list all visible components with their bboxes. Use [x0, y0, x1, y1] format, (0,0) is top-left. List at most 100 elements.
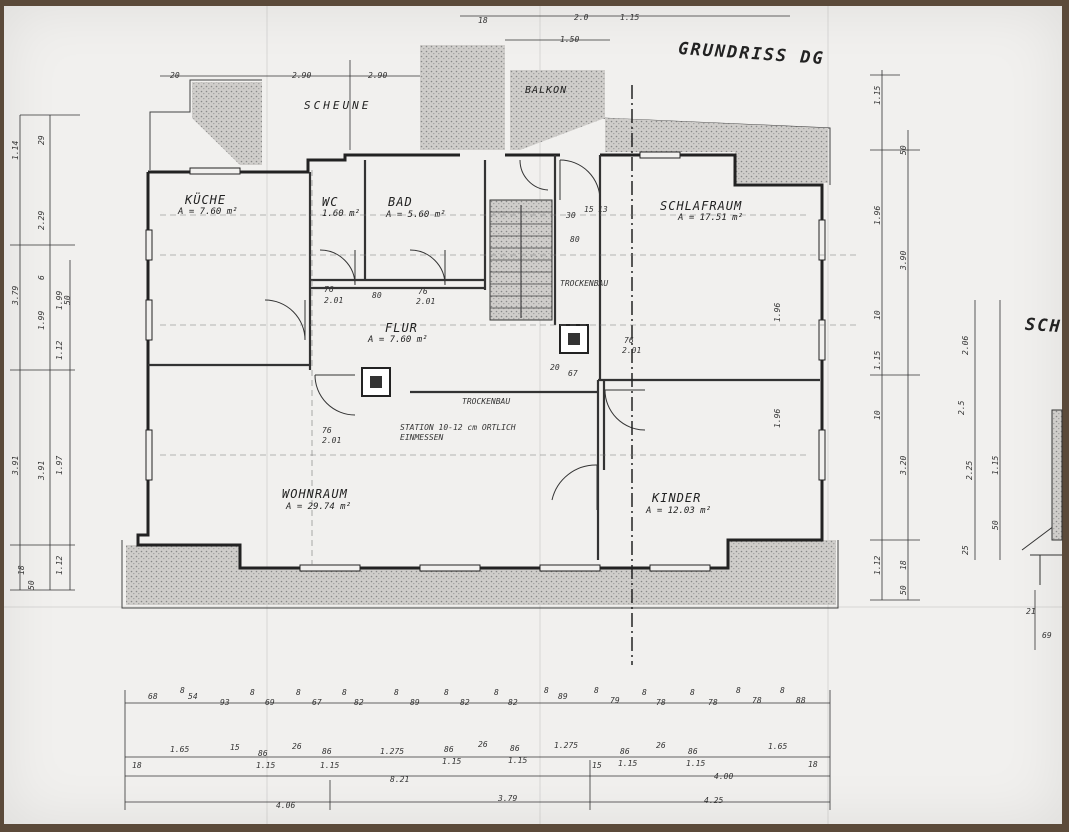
- note-station-2: EINMESSEN: [400, 433, 444, 442]
- dim-label: 1.96: [773, 302, 782, 322]
- dim-label: 2.5: [957, 400, 966, 415]
- dim-label: 76: [324, 285, 334, 294]
- dim-label: 2.0: [574, 13, 589, 22]
- dim-label: 68: [148, 692, 158, 701]
- guide-lines: [160, 170, 860, 565]
- room-name-balkon: BALKON: [525, 85, 568, 96]
- dim-label: 18: [808, 760, 818, 769]
- note-station: STATION 10-12 cm ORTLICH: [400, 423, 516, 432]
- dim-label: 1.15: [256, 761, 276, 770]
- dim-label: 8: [250, 688, 255, 697]
- dim-label: 67: [312, 698, 322, 707]
- dim-label: 8: [342, 688, 347, 697]
- dim-label: 1.15: [873, 85, 882, 105]
- dim-label: 8: [494, 688, 499, 697]
- room-name-kueche: KÜCHE: [185, 193, 227, 207]
- dim-label: 18: [478, 16, 488, 25]
- room-area-wohnraum: A = 29.74 m²: [286, 502, 352, 512]
- dim-label: 78: [708, 698, 718, 707]
- dim-label: 2.01: [416, 297, 436, 306]
- room-name-schlafraum: SCHLAFRAUM: [660, 199, 743, 213]
- room-name-scheune: SCHEUNE: [304, 99, 372, 112]
- dim-label: 15: [584, 205, 594, 214]
- dim-label: 86: [510, 744, 520, 753]
- dim-label: 78: [752, 696, 762, 705]
- dim-label: 82: [354, 698, 364, 707]
- room-area-flur: A = 7.60 m²: [368, 335, 428, 345]
- dim-label: 1.96: [773, 408, 782, 428]
- dim-label: 20: [170, 71, 180, 80]
- dim-label: 4.00: [714, 772, 734, 781]
- dim-label: 18: [17, 565, 26, 575]
- dim-label: 8: [444, 688, 449, 697]
- side-label: SCH: [1024, 314, 1063, 338]
- window-marks: [145, 151, 826, 572]
- dim-label: 15: [592, 761, 602, 770]
- roof-outline: [121, 79, 839, 609]
- dim-label: 1.15: [508, 756, 528, 765]
- dim-label: 18: [132, 761, 142, 770]
- dim-label: 8: [180, 686, 185, 695]
- room-name-flur: FLUR: [385, 321, 418, 335]
- interior-walls: [148, 155, 820, 560]
- dim-label: 18: [899, 560, 908, 570]
- room-name-kinder: KINDER: [652, 491, 702, 505]
- dim-label: 89: [410, 698, 420, 707]
- dim-label: 1.15: [686, 759, 706, 768]
- dim-label: 3.91: [37, 460, 46, 480]
- dim-label: 76: [418, 287, 428, 296]
- dim-label: 21: [1026, 607, 1036, 616]
- room-area-bad: A = 5.60 m²: [386, 210, 446, 220]
- dim-label: 4.25: [704, 796, 724, 805]
- dim-label: 1.65: [170, 745, 190, 754]
- dim-label: 93: [220, 698, 230, 707]
- dim-label: 26: [478, 740, 488, 749]
- dim-label: 1.15: [991, 455, 1000, 475]
- dim-label: 8: [642, 688, 647, 697]
- dim-label: 1.12: [55, 555, 64, 575]
- dim-label: 26: [656, 741, 666, 750]
- dim-label: 1.15: [873, 350, 882, 370]
- dim-label: 88: [796, 696, 806, 705]
- dim-label: 1.12: [55, 340, 64, 360]
- dim-label: 86: [322, 747, 332, 756]
- note-trockenbau: TROCKENBAU: [462, 397, 511, 406]
- dim-label: 76: [624, 336, 634, 345]
- dim-label: 86: [620, 747, 630, 756]
- dimension-lines-bottom: [124, 690, 831, 810]
- stair-treads: [490, 205, 552, 318]
- dim-label: 4.06: [276, 801, 296, 810]
- dimension-lines-top: [160, 15, 790, 150]
- dim-label: 29: [37, 135, 46, 145]
- paper-crease: [827, 6, 829, 824]
- dim-label: 1.50: [560, 35, 580, 44]
- dim-label: 50: [991, 520, 1000, 530]
- dim-label: 82: [508, 698, 518, 707]
- dim-label: 8: [594, 686, 599, 695]
- dim-label: 2.01: [622, 346, 642, 355]
- room-area-wc: 1.60 m²: [322, 209, 360, 219]
- eave-hatching: [126, 45, 836, 605]
- elevation-fragment: [1021, 409, 1063, 585]
- dim-label: 6: [37, 275, 46, 280]
- door-swings: [264, 159, 646, 510]
- dim-label: 79: [610, 696, 620, 705]
- dim-label: 2.01: [322, 436, 342, 445]
- dim-label: 1.275: [380, 747, 405, 756]
- dim-label: 20: [550, 363, 560, 372]
- dim-label: 8: [690, 688, 695, 697]
- dim-label: 2.90: [292, 71, 312, 80]
- dim-label: 3.79: [11, 285, 20, 305]
- room-name-wohnraum: WOHNRAUM: [282, 487, 348, 501]
- dim-label: 1.65: [768, 742, 788, 751]
- dim-label: 80: [372, 291, 382, 300]
- dim-label: 10: [873, 310, 882, 320]
- dim-label: 25: [961, 545, 970, 555]
- dim-label: 1.15: [620, 13, 640, 22]
- dim-label: 1.99: [37, 310, 46, 330]
- dim-label: 2.01: [324, 296, 344, 305]
- dim-label: 8: [296, 688, 301, 697]
- dim-label: 3.91: [11, 455, 20, 475]
- dim-label: 8.21: [390, 775, 410, 784]
